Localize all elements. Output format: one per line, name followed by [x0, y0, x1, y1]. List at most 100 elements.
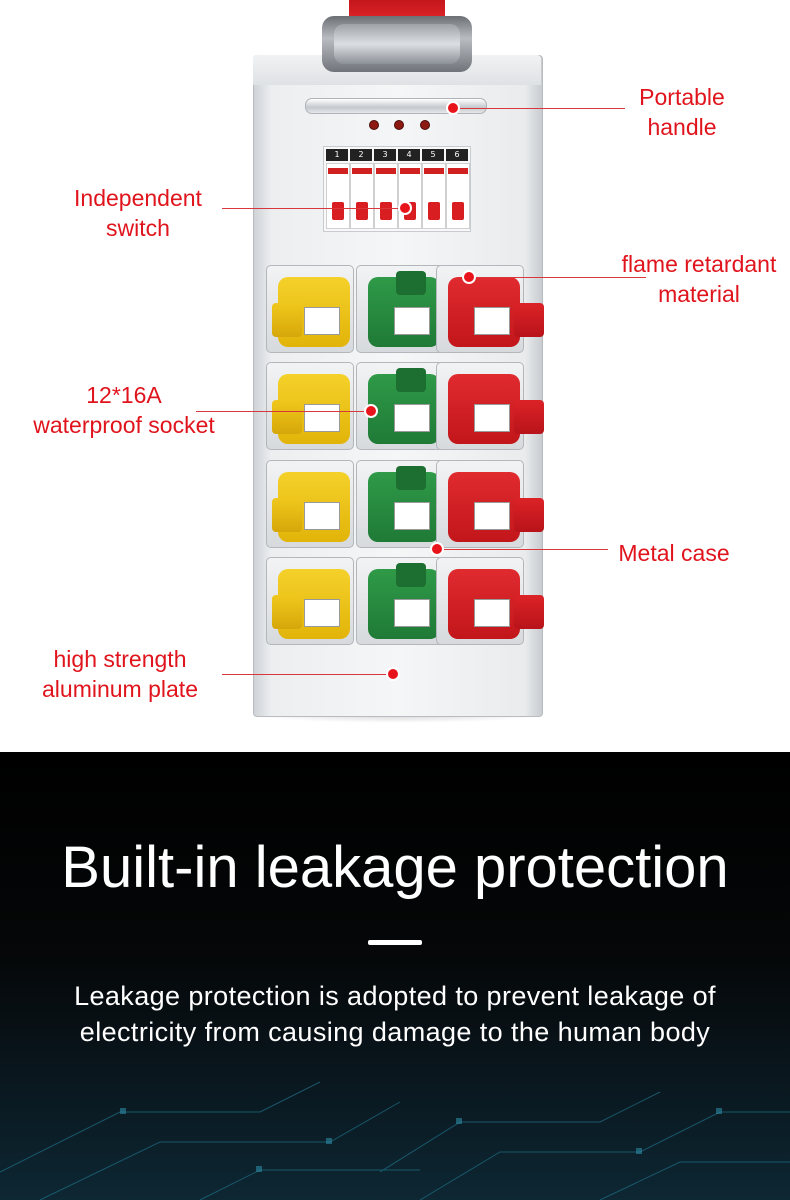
breaker-switch	[350, 163, 374, 229]
socket-body	[272, 277, 350, 347]
indicator-light	[369, 120, 379, 130]
switch-lever	[356, 202, 368, 220]
socket-rating-label	[394, 307, 430, 335]
callout-aluminum-plate: high strength aluminum plate	[24, 644, 216, 704]
callout-text: flame retardant	[621, 251, 777, 277]
socket-cover	[514, 498, 544, 532]
callout-line	[472, 277, 646, 278]
socket-cover	[396, 368, 426, 392]
portable-handle	[305, 98, 487, 114]
title-underline-bar	[368, 940, 422, 945]
socket-body	[448, 472, 544, 542]
socket-rating-label	[304, 307, 340, 335]
red-plug-connector	[322, 0, 472, 72]
callout-dot	[446, 101, 460, 115]
red-waterproof-socket	[436, 557, 544, 647]
breaker-switch	[422, 163, 446, 229]
switch-number: 3	[374, 149, 396, 161]
callout-text: Portable	[639, 84, 725, 110]
switch-number: 1	[326, 149, 348, 161]
section-description: Leakage protection is adopted to prevent…	[10, 978, 780, 1050]
callout-text: aluminum plate	[42, 676, 198, 702]
product-photo-area: 1 2 3 4 5 6 Portable handle Independent …	[16, 0, 790, 723]
callout-line	[222, 208, 402, 209]
callout-metal-case: Metal case	[606, 538, 742, 568]
info-section: Built-in leakage protection Leakage prot…	[0, 752, 790, 1200]
breaker-switch	[326, 163, 350, 229]
socket-rating-label	[304, 502, 340, 530]
callout-line	[440, 549, 608, 550]
indicator-light	[420, 120, 430, 130]
breaker-switch	[374, 163, 398, 229]
green-waterproof-socket	[356, 362, 446, 452]
callout-text: switch	[106, 215, 170, 241]
socket-cover	[396, 271, 426, 295]
callout-line	[222, 674, 394, 675]
green-waterproof-socket	[356, 460, 446, 550]
socket-rating-label	[474, 502, 510, 530]
socket-body	[368, 368, 440, 444]
socket-cover	[396, 466, 426, 490]
socket-body	[448, 569, 544, 639]
yellow-waterproof-socket	[266, 265, 356, 355]
socket-body	[368, 466, 440, 542]
breaker-switch	[446, 163, 470, 229]
socket-cover	[514, 595, 544, 629]
callout-independent-switch: Independent switch	[56, 183, 220, 243]
socket-rating-label	[304, 599, 340, 627]
callout-line	[196, 411, 370, 412]
red-waterproof-socket	[436, 265, 544, 355]
callout-dot	[364, 404, 378, 418]
socket-body	[448, 277, 544, 347]
socket-rating-label	[474, 404, 510, 432]
red-waterproof-socket	[436, 362, 544, 452]
green-waterproof-socket	[356, 557, 446, 647]
socket-cover	[272, 498, 302, 532]
socket-cover	[272, 400, 302, 434]
socket-body	[272, 472, 350, 542]
callout-text: Metal case	[618, 540, 730, 566]
breaker-switch	[398, 163, 422, 229]
switch-lever	[428, 202, 440, 220]
switch-lever	[380, 202, 392, 220]
callout-dot	[430, 542, 444, 556]
socket-rating-label	[394, 502, 430, 530]
plug-ring-inner	[334, 24, 460, 64]
socket-body	[368, 563, 440, 639]
description-line: Leakage protection is adopted to prevent…	[74, 981, 716, 1011]
switch-lever	[452, 202, 464, 220]
callout-text: waterproof socket	[33, 412, 215, 438]
callout-line	[455, 108, 625, 109]
socket-cover	[272, 303, 302, 337]
callout-dot	[398, 201, 412, 215]
switch-number: 2	[350, 149, 372, 161]
breaker-switch-panel: 1 2 3 4 5 6	[323, 146, 471, 232]
socket-body	[272, 569, 350, 639]
callout-dot	[462, 270, 476, 284]
red-waterproof-socket	[436, 460, 544, 550]
socket-body	[448, 374, 544, 444]
socket-cover	[396, 563, 426, 587]
callout-text: material	[658, 281, 740, 307]
callout-portable-handle: Portable handle	[620, 82, 744, 142]
socket-rating-label	[394, 599, 430, 627]
switch-number: 5	[422, 149, 444, 161]
callout-text: high strength	[53, 646, 187, 672]
description-line: electricity from causing damage to the h…	[79, 1017, 711, 1047]
indicator-light	[394, 120, 404, 130]
callout-flame-retardant: flame retardant material	[608, 249, 790, 309]
yellow-waterproof-socket	[266, 362, 356, 452]
callout-text: handle	[647, 114, 717, 140]
callout-text: 12*16A	[86, 382, 162, 408]
socket-rating-label	[394, 404, 430, 432]
callout-waterproof-socket: 12*16A waterproof socket	[16, 380, 232, 440]
yellow-waterproof-socket	[266, 460, 356, 550]
socket-cover	[514, 400, 544, 434]
switch-lever	[332, 202, 344, 220]
circuit-board-background	[0, 1081, 790, 1200]
section-title: Built-in leakage protection	[61, 835, 729, 900]
socket-cover	[272, 595, 302, 629]
socket-cover	[514, 303, 544, 337]
socket-body	[368, 271, 440, 347]
switch-number: 4	[398, 149, 420, 161]
